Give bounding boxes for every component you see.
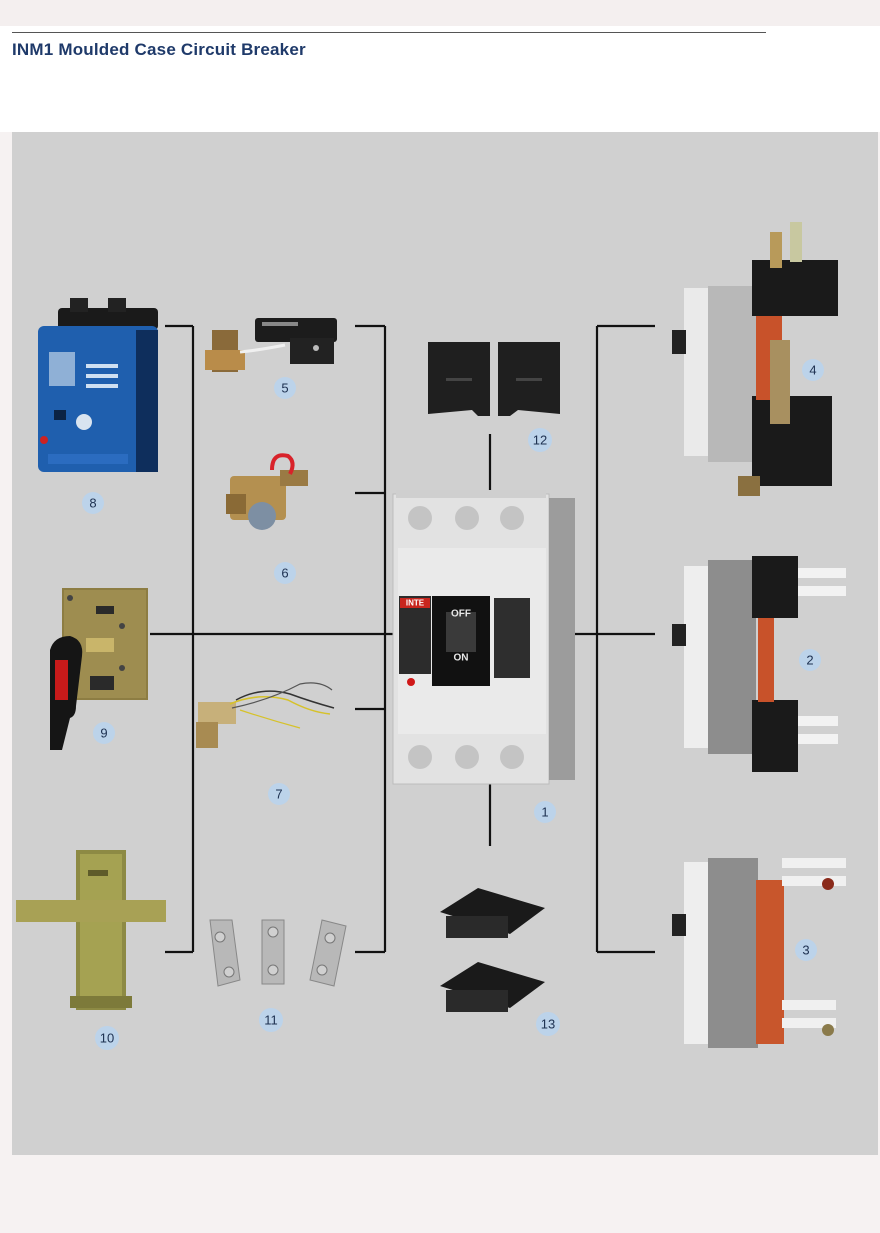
callout-1: 1	[534, 801, 556, 823]
callout-13-label: 13	[541, 1017, 555, 1032]
phase-barriers-image	[440, 888, 545, 1012]
rotary-handle-image	[50, 588, 148, 750]
connector-lines	[150, 324, 655, 954]
breaker-off-label: OFF	[451, 609, 471, 620]
callout-8-label: 8	[89, 496, 96, 511]
callout-13: 13	[536, 1012, 560, 1036]
plug-in-breaker-image	[672, 858, 846, 1048]
breaker-brand-label: INTE	[406, 599, 425, 608]
callout-10-label: 10	[100, 1031, 114, 1046]
callout-4-label: 4	[809, 363, 816, 378]
callout-9-label: 9	[100, 726, 107, 741]
callout-11: 11	[259, 1008, 283, 1032]
callout-12-label: 12	[533, 433, 547, 448]
callout-7: 7	[268, 783, 290, 805]
callout-4: 4	[802, 359, 824, 381]
callout-5: 5	[274, 377, 296, 399]
terminal-covers-image	[428, 342, 560, 416]
callout-10: 10	[95, 1026, 119, 1050]
bottom-band	[0, 1166, 880, 1233]
callout-6-label: 6	[281, 566, 288, 581]
callout-3-label: 3	[802, 943, 809, 958]
header-rule	[12, 32, 766, 33]
callout-3: 3	[795, 939, 817, 961]
callout-7-label: 7	[275, 787, 282, 802]
callout-6: 6	[274, 562, 296, 584]
shunt-release-image	[205, 318, 337, 372]
callout-2-label: 2	[806, 653, 813, 668]
page-title: INM1 Moulded Case Circuit Breaker	[12, 40, 306, 59]
auxiliary-contact-image	[196, 682, 335, 748]
callout-9: 9	[93, 722, 115, 744]
connection-plates-image	[209, 919, 347, 987]
callout-2: 2	[799, 649, 821, 671]
callout-8: 8	[82, 492, 104, 514]
callout-5-label: 5	[281, 381, 288, 396]
circuit-breaker-image: INTE OFF ON	[392, 490, 575, 785]
undervoltage-release-image	[226, 453, 308, 530]
callout-11-label: 11	[264, 1013, 278, 1028]
top-band	[0, 0, 880, 26]
extension-handle-image	[16, 850, 166, 1010]
rear-connection-breaker-image	[672, 222, 838, 496]
front-connection-breaker-image	[672, 556, 846, 772]
breaker-on-label: ON	[454, 653, 469, 664]
page-header: INM1 Moulded Case Circuit Breaker	[0, 26, 880, 132]
motor-operator-image	[38, 298, 158, 472]
callout-12: 12	[528, 428, 552, 452]
callout-1-label: 1	[541, 805, 548, 820]
